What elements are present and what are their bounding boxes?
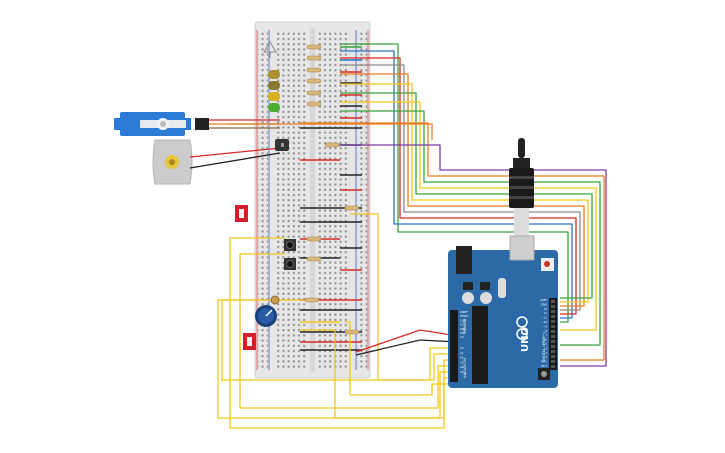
analog-pin-label: A3	[460, 360, 464, 364]
digital-pin-label: 2	[545, 355, 547, 359]
servo-wires	[209, 119, 433, 140]
digital-pin-label: 7	[545, 333, 547, 337]
digital-pin-label: AREF	[540, 298, 547, 302]
slide-switch[interactable]	[235, 205, 248, 222]
servo-motor[interactable]	[114, 112, 209, 136]
digital-pin-label: RX 0	[541, 364, 547, 368]
push-button[interactable]	[284, 239, 296, 251]
motor-wires	[189, 147, 281, 169]
slide-switch[interactable]	[243, 333, 256, 350]
analog-pin-label: A4	[460, 365, 464, 369]
digital-pin-label: 4	[545, 346, 547, 350]
analog-pin-label: A0	[460, 346, 464, 350]
usb-port	[509, 235, 535, 261]
power-jack	[456, 246, 472, 274]
digital-pin-label: ~10	[542, 320, 548, 324]
power-pin-label: GND	[460, 331, 466, 335]
digital-pin-label: 13	[544, 307, 548, 311]
digital-header-title: DIGITAL (PWM~)	[542, 332, 546, 362]
power-wires	[355, 329, 459, 356]
analog-pin-label: A1	[460, 351, 464, 355]
power-pin-label: 3.3V	[460, 318, 466, 322]
analog-pin-label: A2	[460, 356, 464, 360]
analog-header-title: ANALOG IN	[463, 358, 467, 378]
power-header-title: POWER	[463, 318, 467, 332]
digital-pin-label: TX 1	[541, 360, 547, 364]
digital-pin-label: GND	[541, 302, 547, 306]
led-group[interactable]	[263, 41, 280, 112]
microphone-jack[interactable]	[509, 138, 534, 243]
digital-header[interactable]	[549, 298, 557, 370]
analog-pin-label: A5	[460, 370, 464, 374]
arduino-logo-icon	[516, 316, 528, 340]
power-pin-label: IOREF	[460, 310, 468, 314]
photoresistor[interactable]	[270, 295, 280, 305]
analog-wires	[217, 213, 458, 429]
digital-pin-label: ~5	[543, 342, 547, 346]
push-button[interactable]	[284, 258, 296, 270]
power-analog-header[interactable]	[450, 310, 458, 382]
power-pin-label: RESET	[460, 314, 469, 318]
digital-pin-label: 8	[545, 329, 547, 333]
board-logo-text: UNO	[520, 327, 531, 352]
microcontroller-chip	[472, 306, 488, 384]
digital-pin-label: ~11	[542, 316, 548, 320]
power-pin-label: 5V	[460, 323, 464, 327]
resistors	[304, 44, 360, 335]
temperature-sensor[interactable]	[275, 139, 289, 151]
digital-pin-label: ~9	[543, 324, 547, 328]
digital-pin-label: ~3	[543, 351, 547, 355]
power-pin-label: Vin	[460, 335, 464, 339]
potentiometer[interactable]	[255, 305, 277, 327]
digital-pin-label: 12	[544, 311, 548, 315]
arduino-uno-board[interactable]: UNO DIGITAL (PWM~) POWER ANALOG IN	[448, 235, 558, 388]
dc-motor[interactable]	[152, 139, 193, 185]
digital-pin-label: ~6	[543, 338, 547, 342]
power-pin-label: GND	[460, 327, 466, 331]
